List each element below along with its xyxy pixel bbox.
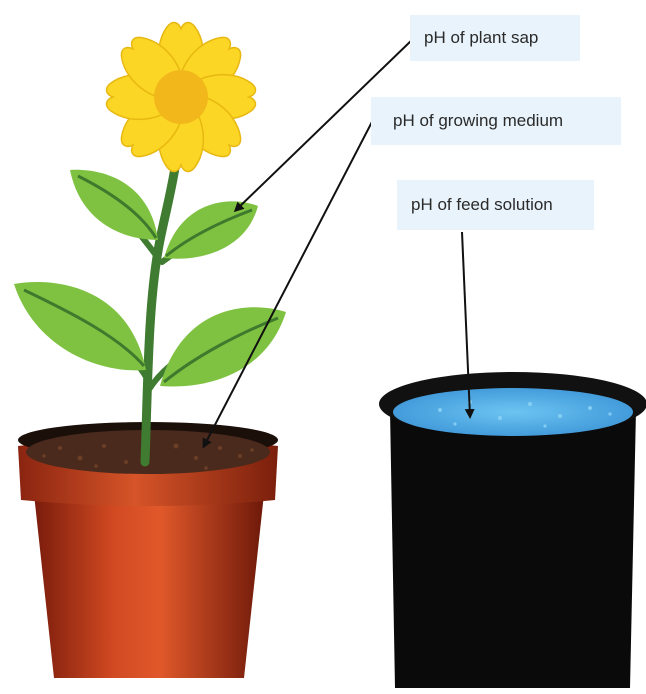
label-feed-solution: pH of feed solution	[397, 180, 594, 230]
label-plant-sap: pH of plant sap	[410, 15, 580, 61]
pot-body	[34, 494, 264, 678]
label-plant-sap-text: pH of plant sap	[424, 28, 538, 48]
bucket-body	[390, 410, 636, 688]
label-growing-medium-text: pH of growing medium	[393, 111, 563, 131]
flower-head	[107, 23, 256, 172]
plant	[14, 23, 286, 462]
leaf-upper-right	[164, 201, 258, 258]
flower-center	[154, 70, 208, 124]
label-growing-medium: pH of growing medium	[371, 97, 621, 145]
leaf-upper-left	[70, 170, 158, 240]
arrow-growing-medium	[204, 118, 374, 446]
feed-solution-surface	[393, 388, 633, 436]
label-feed-solution-text: pH of feed solution	[411, 195, 553, 215]
feed-bucket	[379, 372, 646, 688]
leaf-lower-left	[14, 282, 146, 370]
leaf-lower-right	[160, 307, 286, 386]
stem	[145, 150, 178, 462]
